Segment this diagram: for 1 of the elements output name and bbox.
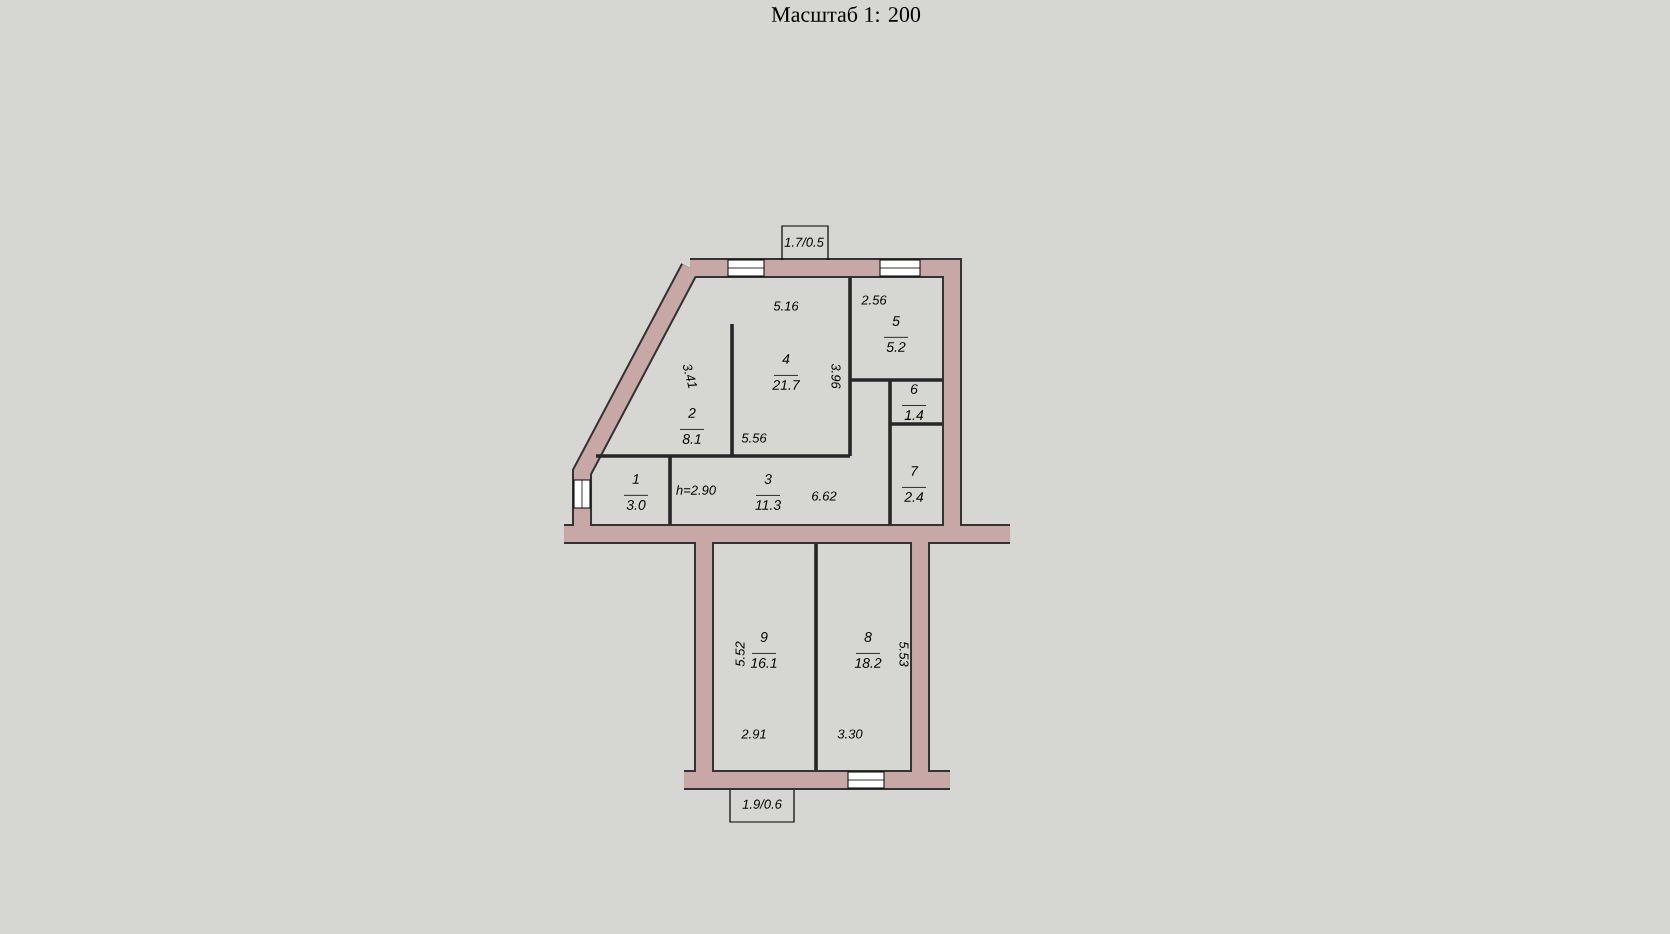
scale-title: Масштаб 1: 200 [771, 6, 921, 23]
